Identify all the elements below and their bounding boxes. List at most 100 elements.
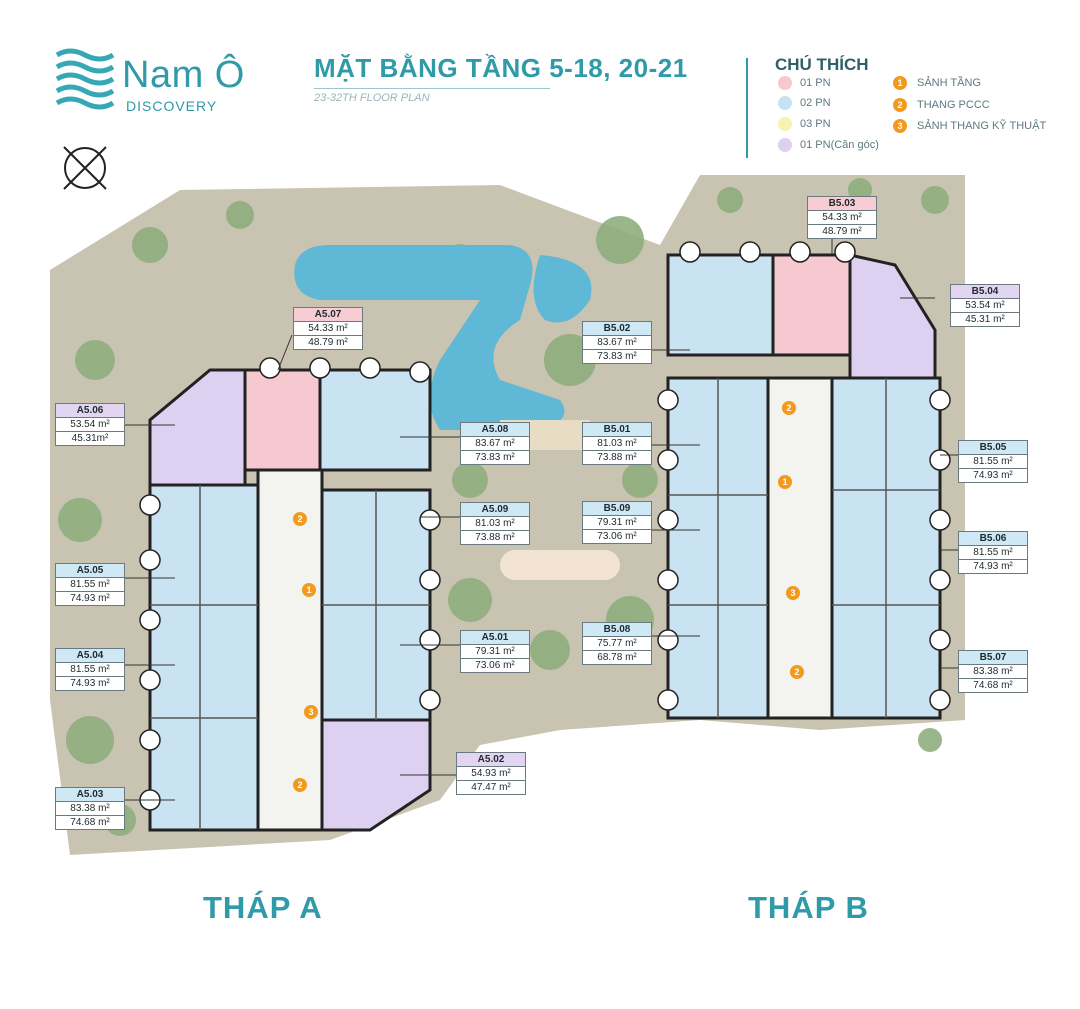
legend-divider bbox=[746, 58, 748, 158]
unit-area-gross: 54.33 m² bbox=[294, 322, 362, 336]
tech-lobby-badge: 3 bbox=[304, 705, 318, 719]
unit-area-gross: 83.67 m² bbox=[461, 437, 529, 451]
fire-stair-badge: 2 bbox=[782, 401, 796, 415]
unit-code: B5.05 bbox=[959, 441, 1027, 455]
unit-area-net: 45.31 m² bbox=[965, 314, 1005, 325]
legend-label: 01 PN(Căn góc) bbox=[800, 139, 879, 151]
legend-swatch bbox=[778, 76, 792, 90]
unit-area-gross: 79.31 m² bbox=[461, 645, 529, 659]
logo-subtitle: DISCOVERY bbox=[126, 98, 218, 114]
unit-area-net: 73.83 m² bbox=[475, 452, 515, 463]
tower-a-title: THÁP A bbox=[203, 890, 323, 925]
badge-icon: 2 bbox=[893, 98, 907, 112]
unit-area-gross: 81.55 m² bbox=[56, 663, 124, 677]
unit-area-gross: 81.03 m² bbox=[461, 517, 529, 531]
unit-area-net: 73.06 m² bbox=[475, 660, 515, 671]
fire-stair-badge: 2 bbox=[293, 512, 307, 526]
unit-area-net: 74.93 m² bbox=[70, 678, 110, 689]
unit-area-gross: 83.67 m² bbox=[583, 336, 651, 350]
title-underline bbox=[314, 88, 550, 89]
logo-waves-icon bbox=[55, 48, 115, 110]
legend-item-1pn: 01 PN bbox=[778, 76, 831, 90]
floor-lobby-badge: 1 bbox=[302, 583, 316, 597]
badge-icon: 3 bbox=[893, 119, 907, 133]
no-entry-icon bbox=[63, 146, 107, 190]
unit-area-net: 74.68 m² bbox=[973, 680, 1013, 691]
unit-area-net: 74.93 m² bbox=[973, 561, 1013, 572]
unit-code: B5.07 bbox=[959, 651, 1027, 665]
unit-area-net: 74.93 m² bbox=[973, 470, 1013, 481]
unit-code: B5.04 bbox=[951, 285, 1019, 299]
tech-lobby-badge: 3 bbox=[786, 586, 800, 600]
unit-code: A5.06 bbox=[56, 404, 124, 418]
unit-area-gross: 83.38 m² bbox=[56, 802, 124, 816]
badge-icon: 1 bbox=[893, 76, 907, 90]
unit-area-gross: 54.33 m² bbox=[808, 211, 876, 225]
legend-swatch bbox=[778, 117, 792, 131]
tower-a-plan bbox=[139, 357, 441, 832]
page-title: MẶT BẰNG TẦNG 5-18, 20-21 bbox=[314, 53, 688, 83]
tower-b-plan bbox=[657, 241, 951, 720]
fire-stair-badge: 2 bbox=[790, 665, 804, 679]
legend-item-corner: 01 PN(Căn góc) bbox=[778, 138, 879, 152]
unit-area-gross: 53.54 m² bbox=[56, 418, 124, 432]
unit-code: A5.05 bbox=[56, 564, 124, 578]
unit-area-net: 74.93 m² bbox=[70, 593, 110, 604]
unit-area-net: 68.78 m² bbox=[597, 652, 637, 663]
unit-area-gross: 53.54 m² bbox=[951, 299, 1019, 313]
legend-label: SẢNH THANG KỸ THUẬT bbox=[917, 120, 1047, 132]
unit-code: A5.02 bbox=[457, 753, 525, 767]
unit-area-net: 73.88 m² bbox=[597, 452, 637, 463]
unit-code: B5.01 bbox=[583, 423, 651, 437]
legend-swatch bbox=[778, 96, 792, 110]
unit-code: B5.08 bbox=[583, 623, 651, 637]
unit-code: A5.08 bbox=[461, 423, 529, 437]
fire-stair-badge: 2 bbox=[293, 778, 307, 792]
unit-area-gross: 81.55 m² bbox=[959, 546, 1027, 560]
unit-area-net: 48.79 m² bbox=[308, 337, 348, 348]
legend-item-2pn: 02 PN bbox=[778, 96, 831, 110]
unit-code: A5.07 bbox=[294, 308, 362, 322]
unit-code: A5.01 bbox=[461, 631, 529, 645]
unit-code: B5.09 bbox=[583, 502, 651, 516]
unit-area-gross: 83.38 m² bbox=[959, 665, 1027, 679]
legend-swatch bbox=[778, 138, 792, 152]
page-subtitle: 23-32TH FLOOR PLAN bbox=[314, 92, 430, 104]
unit-area-net: 73.06 m² bbox=[597, 531, 637, 542]
legend-label: THANG PCCC bbox=[917, 99, 990, 111]
legend-feature-3: 3 SẢNH THANG KỸ THUẬT bbox=[893, 119, 1046, 133]
legend-item-3pn: 03 PN bbox=[778, 117, 831, 131]
tower-b-title: THÁP B bbox=[748, 890, 869, 925]
legend-feature-2: 2 THANG PCCC bbox=[893, 98, 990, 112]
unit-code: A5.04 bbox=[56, 649, 124, 663]
legend-title: CHÚ THÍCH bbox=[775, 55, 869, 74]
legend-label: 01 PN bbox=[800, 77, 831, 89]
unit-area-gross: 79.31 m² bbox=[583, 516, 651, 530]
unit-area-net: 48.79 m² bbox=[822, 226, 862, 237]
unit-code: A5.03 bbox=[56, 788, 124, 802]
unit-area-gross: 81.03 m² bbox=[583, 437, 651, 451]
unit-area-net: 73.88 m² bbox=[475, 532, 515, 543]
logo-name: Nam Ô bbox=[122, 54, 245, 96]
unit-area-gross: 81.55 m² bbox=[56, 578, 124, 592]
legend-label: 02 PN bbox=[800, 97, 831, 109]
legend-label: 03 PN bbox=[800, 118, 831, 130]
unit-area-net: 45.31m² bbox=[71, 433, 109, 444]
unit-area-net: 74.68 m² bbox=[70, 817, 110, 828]
